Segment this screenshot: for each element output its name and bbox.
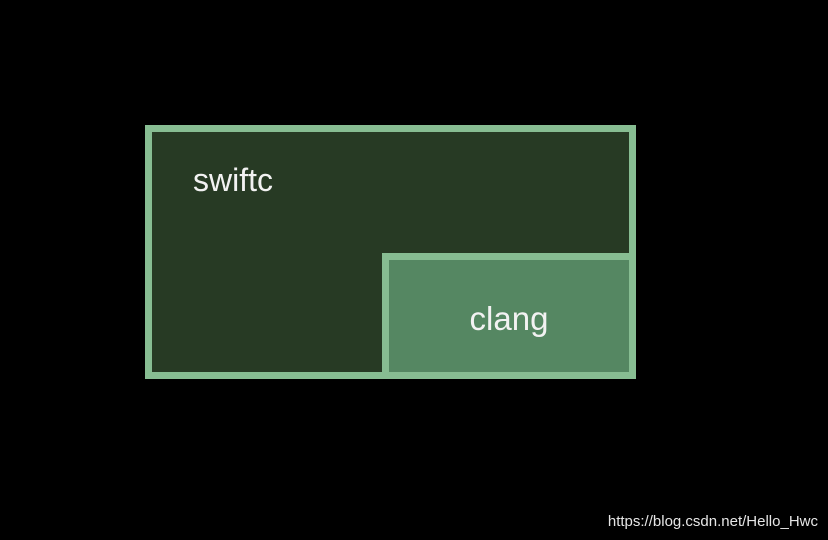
clang-label: clang [469,299,549,337]
watermark-url: https://blog.csdn.net/Hello_Hwc [607,513,818,530]
swiftc-label: swiftc [193,162,273,198]
clang-box: clang [382,253,636,379]
